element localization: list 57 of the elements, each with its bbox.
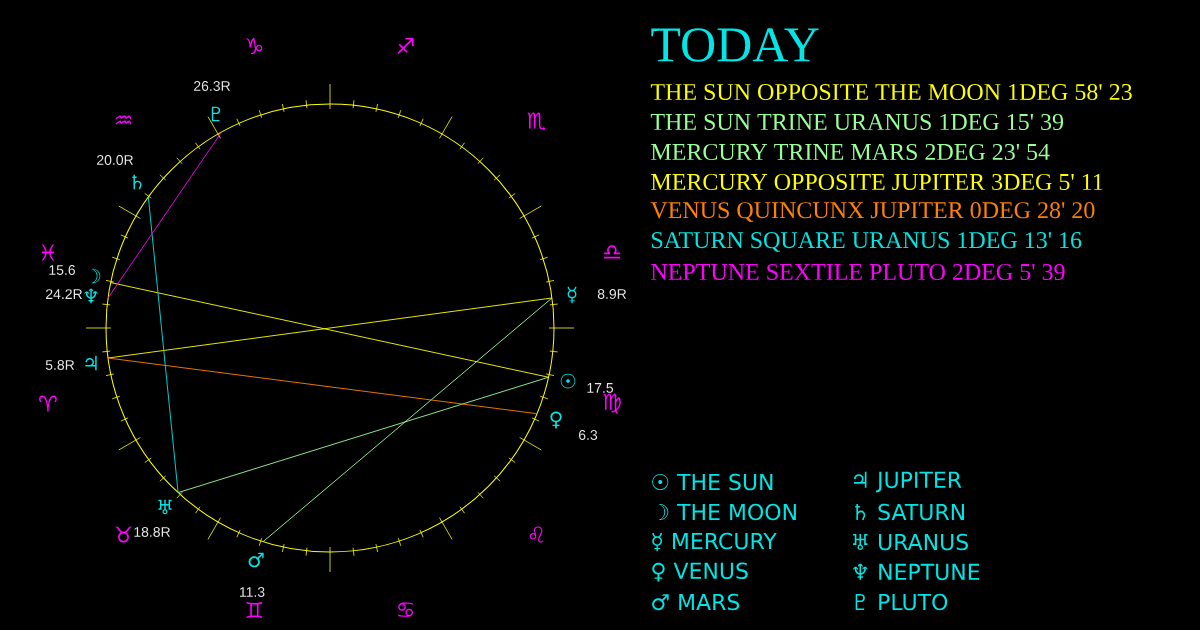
degree-label: 17.5 bbox=[587, 383, 613, 393]
zodiac-sign: ♉ bbox=[115, 526, 132, 543]
degree-label: 26.3R bbox=[194, 81, 230, 91]
zodiac-sign: ♌ bbox=[529, 526, 544, 543]
planet-glyph: ♀ bbox=[550, 411, 562, 429]
aspect-line bbox=[107, 297, 553, 359]
zodiac-sign: ♐ bbox=[397, 37, 414, 54]
zodiac-sign: ♊ bbox=[246, 602, 263, 619]
zodiac-sign: ♓ bbox=[41, 244, 55, 261]
aspect-text: MERCURY OPPOSITE JUPITER 3DEG 5' 11 bbox=[651, 173, 1103, 191]
aspect-text: VENUS QUINCUNX JUPITER 0DEG 28' 20 bbox=[650, 202, 1095, 222]
zodiac-sign: ♎ bbox=[604, 245, 621, 259]
aspect-text: MERCURY TRINE MARS 2DEG 23' 54 bbox=[651, 143, 1050, 161]
degree-label: 20.0R bbox=[97, 155, 133, 165]
degree-label: 24.2R bbox=[46, 289, 82, 299]
aspect-line bbox=[107, 357, 538, 415]
degree-label: 18.8R bbox=[134, 527, 170, 537]
planet-glyph: ♅ bbox=[158, 499, 172, 515]
planet-glyph: ♇ bbox=[211, 106, 221, 122]
aspect-line bbox=[147, 196, 179, 494]
degree-label: 11.3 bbox=[239, 587, 265, 597]
legend-entry: ♅ URANUS bbox=[853, 533, 968, 551]
zodiac-sign: ♒ bbox=[115, 115, 132, 125]
planet-glyph: ♃ bbox=[85, 355, 97, 371]
legend-entry: ☉ THE SUN bbox=[652, 473, 773, 491]
zodiac-sign: ♑ bbox=[246, 37, 263, 54]
aspect-text: NEPTUNE SEXTILE PLUTO 2DEG 5' 39 bbox=[651, 263, 1065, 281]
planet-glyph: ♆ bbox=[84, 288, 98, 304]
legend-entry: ♀ VENUS bbox=[652, 562, 748, 582]
aspect-line bbox=[110, 282, 549, 378]
degree-label: 5.8R bbox=[45, 360, 75, 370]
legend-entry: ♇ PLUTO bbox=[855, 593, 948, 611]
degree-label: 15.6 bbox=[49, 265, 75, 275]
zodiac-sign: ♋ bbox=[398, 602, 413, 617]
aspect-line bbox=[262, 297, 553, 543]
legend-entry: ☿ MERCURY bbox=[652, 532, 777, 552]
zodiac-sign: ♍ bbox=[603, 393, 621, 414]
title: TODAY bbox=[651, 28, 819, 62]
planet-glyph: ☽ bbox=[91, 268, 101, 284]
legend-entry: ♄ SATURN bbox=[855, 503, 964, 521]
aspect-line bbox=[177, 376, 549, 494]
legend-entry: ♆ NEPTUNE bbox=[853, 563, 980, 581]
degree-label: 8.9R bbox=[597, 289, 627, 299]
zodiac-sign: ♈ bbox=[39, 395, 57, 412]
planet-glyph: ♂ bbox=[248, 552, 264, 568]
aspect-text: THE SUN OPPOSITE THE MOON 1DEG 58' 23 bbox=[650, 83, 1132, 101]
degree-label: 6.3 bbox=[579, 430, 598, 440]
planet-glyph: ☉ bbox=[560, 373, 576, 389]
aspect-text: SATURN SQUARE URANUS 1DEG 13' 16 bbox=[652, 232, 1082, 252]
planet-glyph: ♄ bbox=[132, 174, 142, 190]
aspect-line bbox=[107, 131, 223, 299]
legend-entry: ♂ MARS bbox=[652, 593, 740, 611]
aspect-text: THE SUN TRINE URANUS 1DEG 15' 39 bbox=[650, 113, 1064, 131]
planet-glyph: ☿ bbox=[567, 286, 577, 304]
legend-entry: ♃ JUPITER bbox=[854, 471, 962, 493]
legend-entry: ☽ THE MOON bbox=[658, 503, 796, 521]
zodiac-sign: ♏ bbox=[527, 112, 546, 131]
